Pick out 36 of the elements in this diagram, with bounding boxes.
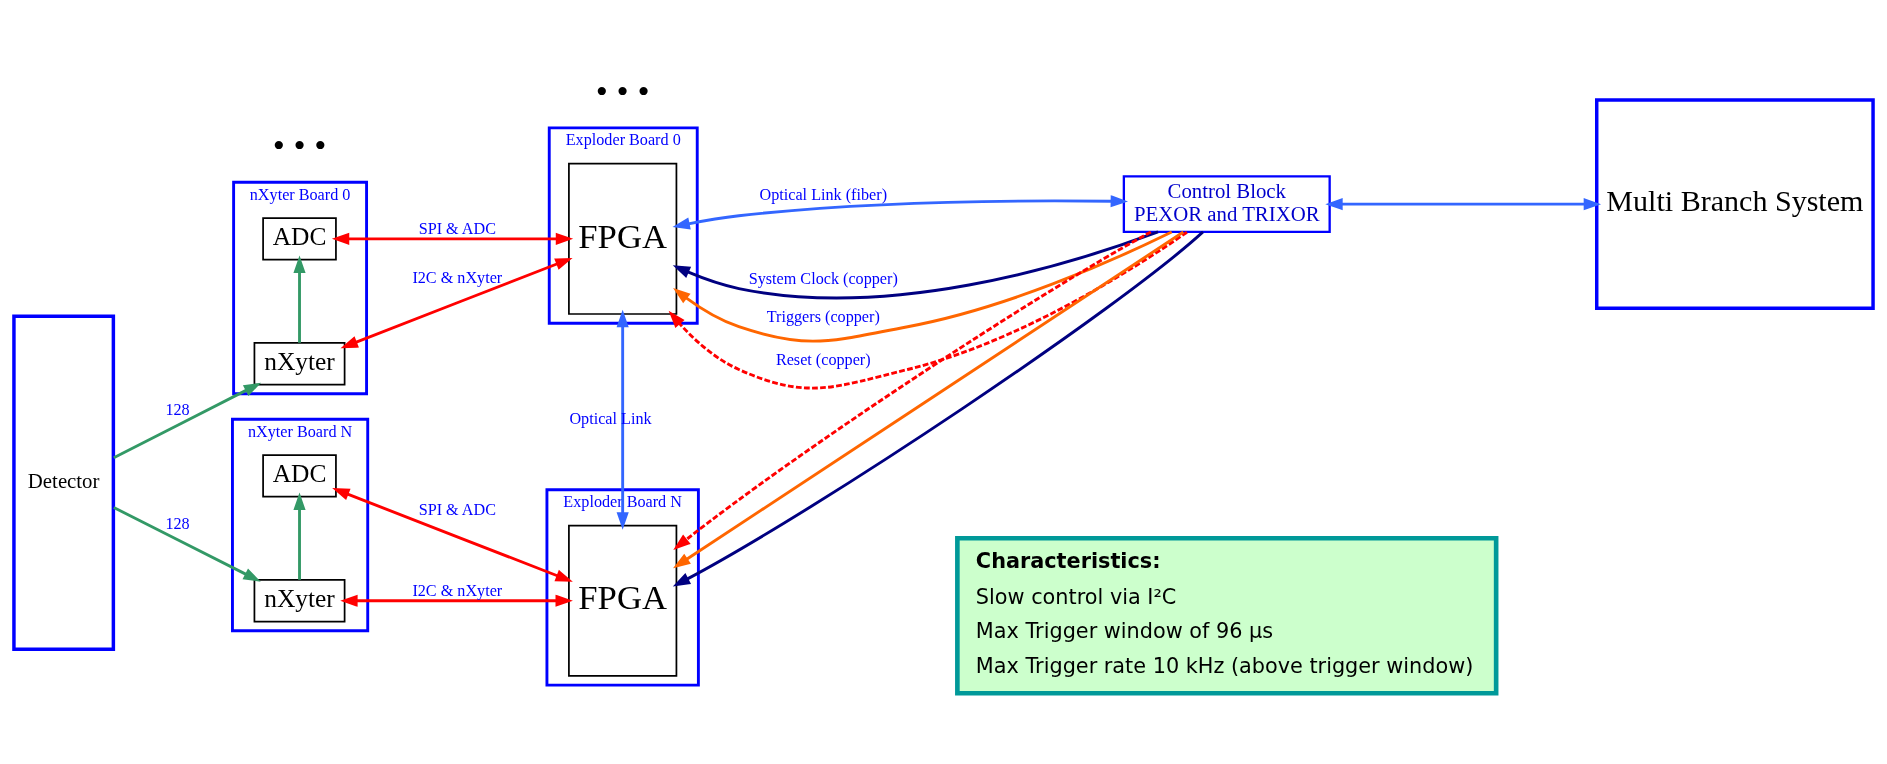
node-box: Control Block PEXOR and TRIXOR (1122, 174, 1331, 233)
edge-label: 128 (165, 400, 190, 418)
label: • • • (272, 125, 327, 165)
node-box: ADC (262, 453, 337, 498)
node-box: nXyter (253, 341, 346, 385)
arrow (113, 505, 261, 582)
arrow (1325, 197, 1602, 210)
node-box: Characteristics: Slow control via I²C Max Trigger window of 96 μs Max Trigger rate 10 kHz (above trigger window) (955, 535, 1499, 696)
edge-label: I2C & nXyter (412, 581, 503, 599)
edge-label: System Clock (copper) (748, 269, 898, 287)
arrow (340, 594, 573, 607)
arrow (340, 257, 573, 348)
edge-label: SPI & ADC (418, 219, 496, 237)
edge-label: SPI & ADC (418, 500, 496, 518)
node-box: Multi Branch System (1595, 97, 1875, 310)
node-box: FPGA (568, 524, 678, 677)
edge-label: Optical Link (fiber) (759, 185, 888, 203)
node-box: nXyter (253, 578, 346, 622)
arrow (672, 230, 1159, 299)
node-box: ADC (262, 216, 337, 261)
arrow (672, 194, 1128, 230)
arrow (113, 382, 262, 459)
arrow (293, 492, 306, 580)
edge-label: 128 (165, 514, 190, 532)
arrow (616, 309, 629, 530)
arrow (668, 230, 1188, 389)
arrow (673, 230, 1173, 343)
edge-label: I2C & nXyter (412, 268, 503, 286)
node-box: Detector (12, 314, 116, 651)
edge-label: Reset (copper) (775, 350, 871, 368)
arrow (293, 255, 306, 343)
arrow (331, 232, 574, 245)
label: • • • (595, 71, 650, 111)
edge-label: Triggers (copper) (766, 307, 880, 325)
node-box: FPGA (568, 162, 678, 315)
arrow (332, 487, 573, 582)
